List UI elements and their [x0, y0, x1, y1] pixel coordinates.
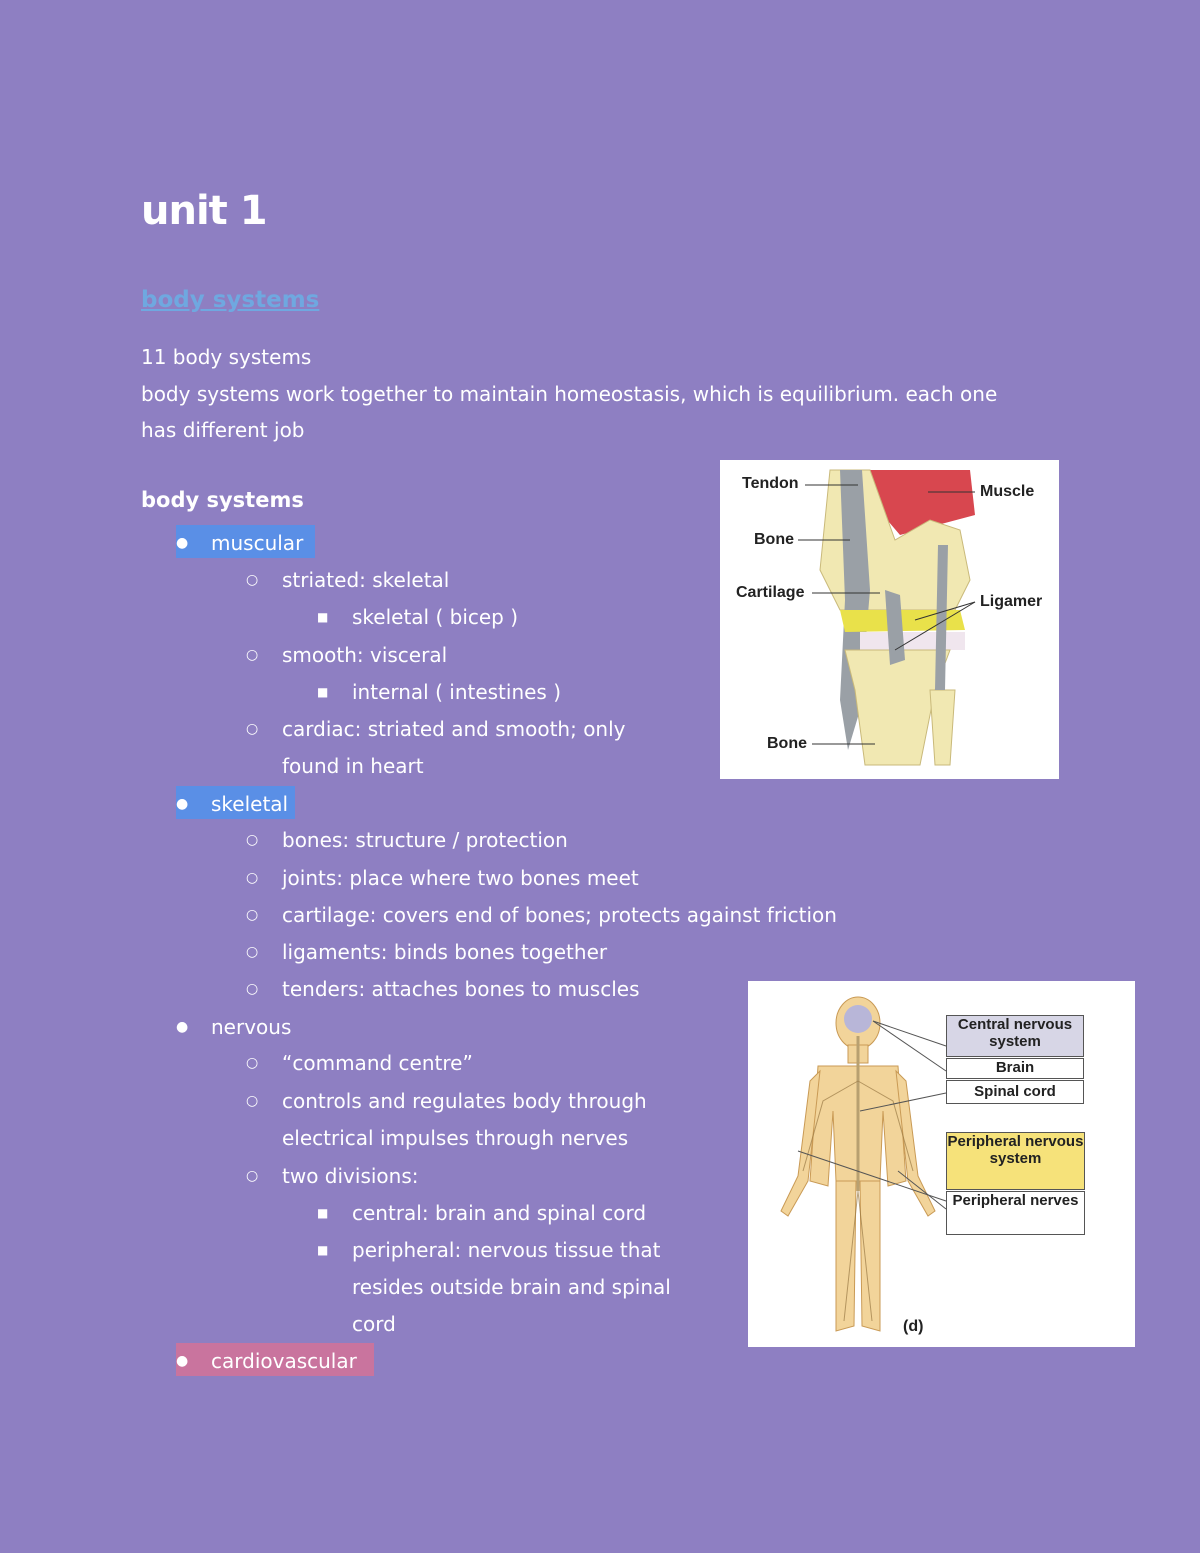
list-item-command: “command centre” — [282, 1051, 473, 1075]
list-item-bones: bones: structure / protection — [282, 828, 568, 852]
list-item-cardiac: cardiac: striated and smooth; only — [282, 717, 626, 741]
bullet-dot: ● — [176, 1353, 189, 1369]
list-item-joints: joints: place where two bones meet — [282, 866, 639, 890]
label-panel-d: (d) — [903, 1318, 924, 1335]
list-item-smooth: smooth: visceral — [282, 643, 448, 667]
list-item-peripheral-cont2: cord — [352, 1312, 396, 1336]
nervous-system-illustration — [780, 996, 947, 1332]
highlight-cardiovascular — [176, 1343, 374, 1376]
intro-line-1: 11 body systems — [141, 345, 312, 369]
list-item-cardiac-cont: found in heart — [282, 754, 424, 778]
bullet-dot: ● — [176, 1019, 189, 1035]
list-heading: body systems — [141, 488, 304, 512]
bullet-circle: ○ — [246, 944, 259, 960]
list-item-controls-cont: electrical impulses through nerves — [282, 1126, 629, 1150]
intro-line-2: body systems work together to maintain h… — [141, 382, 998, 406]
bullet-square: ■ — [317, 685, 329, 699]
bullet-circle: ○ — [246, 870, 259, 886]
list-item-muscular: muscular — [211, 531, 304, 555]
list-item-skeletal: skeletal — [211, 792, 289, 816]
knee-joint-illustration — [798, 469, 976, 766]
label-brain: Brain — [946, 1058, 1084, 1079]
label-bone-bottom: Bone — [767, 735, 807, 752]
highlight-muscular — [176, 525, 315, 558]
list-item-cartilage: cartilage: covers end of bones; protects… — [282, 903, 837, 927]
bullet-circle: ○ — [246, 1168, 259, 1184]
label-ligament: Ligamer — [980, 593, 1043, 610]
label-peripheral-nerves: Peripheral nerves — [946, 1191, 1085, 1235]
label-muscle: Muscle — [980, 483, 1035, 500]
list-item-tenders: tenders: attaches bones to muscles — [282, 977, 640, 1001]
bullet-circle: ○ — [246, 907, 259, 923]
label-cartilage: Cartilage — [736, 584, 805, 601]
bullet-circle: ○ — [246, 1093, 259, 1109]
bullet-circle: ○ — [246, 572, 259, 588]
list-item-central: central: brain and spinal cord — [352, 1201, 647, 1225]
list-item-ligaments: ligaments: binds bones together — [282, 940, 608, 964]
nervous-system-figure: Central nervous system Brain Spinal cord… — [748, 981, 1135, 1347]
bullet-circle: ○ — [246, 721, 259, 737]
bullet-dot: ● — [176, 796, 189, 812]
list-item-cardiovascular: cardiovascular — [211, 1349, 357, 1373]
list-item-peripheral-cont: resides outside brain and spinal — [352, 1275, 671, 1299]
intro-line-3: has different job — [141, 418, 305, 442]
list-item-nervous: nervous — [211, 1015, 292, 1039]
bullet-circle: ○ — [246, 1055, 259, 1071]
bullet-circle: ○ — [246, 832, 259, 848]
list-item-internal: internal ( intestines ) — [352, 680, 562, 704]
list-item-divisions: two divisions: — [282, 1164, 419, 1188]
list-item-skeletal-bicep: skeletal ( bicep ) — [352, 605, 519, 629]
list-item-peripheral: peripheral: nervous tissue that — [352, 1238, 661, 1262]
list-item-striated: striated: skeletal — [282, 568, 450, 592]
bullet-square: ■ — [317, 1206, 329, 1220]
label-cns: Central nervous system — [946, 1015, 1084, 1057]
label-pns: Peripheral nervous system — [946, 1132, 1085, 1190]
knee-joint-figure: Tendon Bone Cartilage Bone Muscle Ligame… — [720, 460, 1059, 779]
page-title: unit 1 — [141, 188, 268, 234]
label-tendon: Tendon — [742, 475, 799, 492]
bullet-square: ■ — [317, 610, 329, 624]
section-heading-link[interactable]: body systems — [141, 287, 320, 313]
label-bone-top: Bone — [754, 531, 794, 548]
bullet-dot: ● — [176, 535, 189, 551]
label-spinal-cord: Spinal cord — [946, 1080, 1084, 1104]
highlight-skeletal — [176, 786, 295, 819]
bullet-circle: ○ — [246, 647, 259, 663]
bullet-square: ■ — [317, 1243, 329, 1257]
bullet-circle: ○ — [246, 981, 259, 997]
list-item-controls: controls and regulates body through — [282, 1089, 647, 1113]
